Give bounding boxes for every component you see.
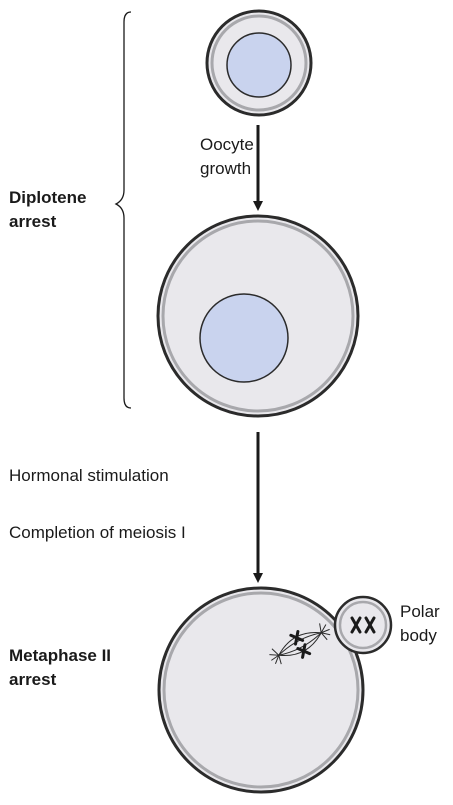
- oocyte-growth-line1: Oocyte: [200, 133, 254, 157]
- diplotene-line1: Diplotene: [9, 186, 86, 210]
- oocyte-growth-line2: growth: [200, 157, 254, 181]
- grown-oocyte: [158, 216, 358, 416]
- grown-oocyte-nucleus: [200, 294, 288, 382]
- metaphase-line2: arrest: [9, 668, 111, 692]
- small-oocyte-nucleus: [227, 33, 291, 97]
- polar-body: [335, 597, 391, 653]
- small-oocyte: [207, 11, 311, 115]
- metaphase-arrest-label: Metaphase II arrest: [9, 644, 111, 692]
- metaphase-oocyte: [159, 588, 363, 792]
- hormonal-stimulation-label: Hormonal stimulation: [9, 464, 169, 488]
- diplotene-arrest-label: Diplotene arrest: [9, 186, 86, 234]
- diplotene-bracket: [116, 12, 131, 408]
- oocyte-growth-label: Oocyte growth: [200, 133, 254, 181]
- completion-meiosis-label: Completion of meiosis I: [9, 521, 186, 545]
- diplotene-line2: arrest: [9, 210, 86, 234]
- metaphase-line1: Metaphase II: [9, 644, 111, 668]
- polar-line2: body: [400, 624, 440, 648]
- polar-body-label: Polar body: [400, 600, 440, 648]
- polar-line1: Polar: [400, 600, 440, 624]
